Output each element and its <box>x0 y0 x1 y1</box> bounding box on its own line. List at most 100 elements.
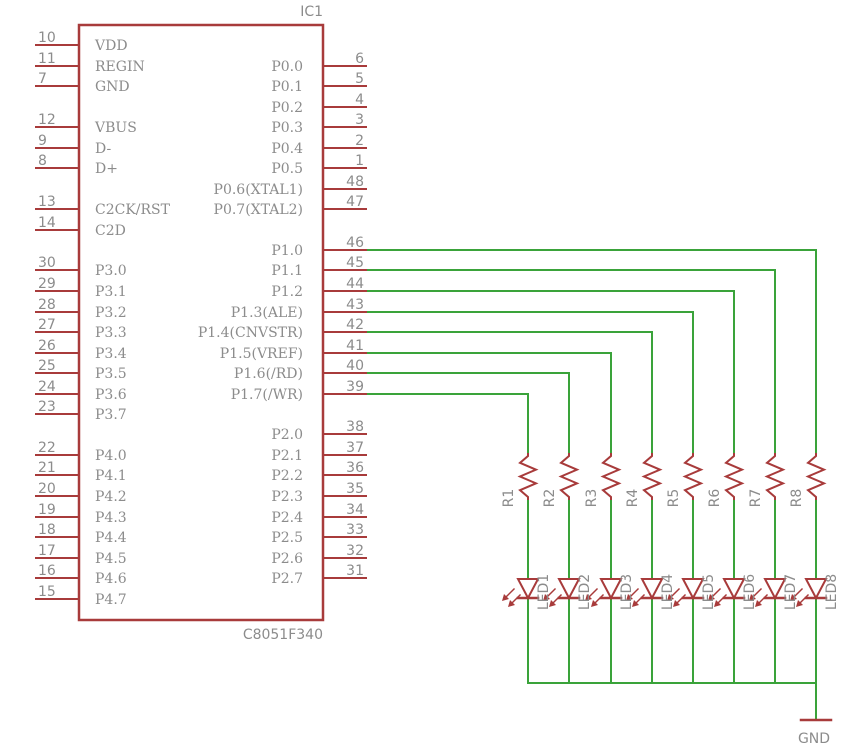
pin-number: 29 <box>38 276 56 292</box>
pin-name: P2.1 <box>271 448 303 464</box>
pin-name: P2.2 <box>271 468 303 484</box>
pin-name: P4.1 <box>95 468 127 484</box>
pin-name: P4.0 <box>95 448 127 464</box>
wire-layer <box>365 249 817 721</box>
resistor-symbol <box>517 453 539 500</box>
pin-number: 40 <box>346 358 364 374</box>
pin-name: D+ <box>95 161 118 177</box>
led-symbol <box>640 578 664 601</box>
pin-name: P3.6 <box>95 387 127 403</box>
pin-name: P0.1 <box>271 79 303 95</box>
resistor-label: R2 <box>542 489 558 508</box>
pin-name: P3.5 <box>95 366 127 382</box>
pin-name: P1.6(/RD) <box>234 366 303 382</box>
resistor-symbol <box>600 453 622 500</box>
pin-number: 2 <box>355 133 364 149</box>
pin-name: VDD <box>94 38 128 54</box>
resistor-label: R5 <box>666 489 682 508</box>
pin-name: P0.7(XTAL2) <box>214 202 303 218</box>
pin-name: GND <box>95 79 130 95</box>
led-arrow-head <box>626 594 633 601</box>
led-label: LED5 <box>701 574 717 610</box>
pin-number: 42 <box>346 317 364 333</box>
ground-label: GND <box>798 731 830 747</box>
pin-number: 15 <box>38 584 56 600</box>
ic-reference: IC1 <box>300 4 323 20</box>
led-arrow-head <box>585 594 592 601</box>
pin-name: P0.4 <box>271 141 303 157</box>
pin-name: P4.4 <box>95 530 127 546</box>
resistor-symbol <box>764 453 786 500</box>
pin-number: 20 <box>38 481 56 497</box>
led-arrow-head <box>673 600 680 607</box>
led-arrow-head <box>749 594 756 601</box>
pin-name: P1.0 <box>271 243 303 259</box>
pin-name: P3.3 <box>95 325 127 341</box>
pin-number: 28 <box>38 297 56 313</box>
pin-number: 13 <box>38 194 56 210</box>
pin-name: P4.2 <box>95 489 127 505</box>
resistor-label: R4 <box>625 489 641 508</box>
pin-number: 23 <box>38 399 56 415</box>
pin-name: P1.2 <box>271 284 303 300</box>
pin-number: 12 <box>38 112 56 128</box>
resistor-label: R8 <box>789 489 805 508</box>
pin-number: 4 <box>355 92 364 108</box>
pin-number: 35 <box>346 481 364 497</box>
pin-name: P2.7 <box>271 571 303 587</box>
pin-name: P3.7 <box>95 407 127 423</box>
pin-name: P1.3(ALE) <box>231 305 303 321</box>
led-symbol <box>722 578 746 601</box>
resistor-symbol <box>805 453 827 500</box>
pin-name: P4.6 <box>95 571 127 587</box>
pin-number: 22 <box>38 440 56 456</box>
pin-name: P4.7 <box>95 592 127 608</box>
pin-name: P4.3 <box>95 510 127 526</box>
pin-number: 6 <box>355 51 364 67</box>
led-arrow-head <box>755 600 762 607</box>
led-symbol <box>599 578 623 601</box>
pin-number: 26 <box>38 338 56 354</box>
pin-name: C2D <box>95 223 126 239</box>
pin-number: 45 <box>346 255 364 271</box>
pin-number: 18 <box>38 522 56 538</box>
pin-name: P2.0 <box>271 427 303 443</box>
pin-name: P4.5 <box>95 551 127 567</box>
pin-name: P0.6(XTAL1) <box>214 182 303 198</box>
pin-number: 16 <box>38 563 56 579</box>
resistor-label: R7 <box>748 489 764 508</box>
led-arrow-head <box>714 600 721 607</box>
pin-name: VBUS <box>94 120 137 136</box>
led-arrow-head <box>796 600 803 607</box>
pin-number: 41 <box>346 338 364 354</box>
led-arrow-head <box>632 600 639 607</box>
pin-number: 48 <box>346 174 364 190</box>
pin-number: 47 <box>346 194 364 210</box>
pin-number: 24 <box>38 379 56 395</box>
pin-name: P2.5 <box>271 530 303 546</box>
pin-number: 27 <box>38 317 56 333</box>
pin-name: P2.4 <box>271 510 303 526</box>
pin-number: 36 <box>346 460 364 476</box>
resistor-symbol <box>723 453 745 500</box>
led-arrow-head <box>667 594 674 601</box>
led-arrow-head <box>549 600 556 607</box>
pin-number: 43 <box>346 297 364 313</box>
pin-name: REGIN <box>95 59 145 75</box>
led-arrow-head <box>591 600 598 607</box>
led-label: LED2 <box>577 574 593 610</box>
led-label: LED6 <box>742 574 758 610</box>
pin-number: 33 <box>346 522 364 538</box>
pin-name: C2CK/RST <box>95 202 171 218</box>
led-symbol <box>557 578 581 601</box>
pin-number: 38 <box>346 419 364 435</box>
led-symbol <box>763 578 787 601</box>
pin-name: P1.7(/WR) <box>231 387 303 403</box>
pin-name: P1.4(CNVSTR) <box>198 325 303 341</box>
pin-number: 31 <box>346 563 364 579</box>
pin-number: 34 <box>346 502 364 518</box>
pin-number: 10 <box>38 30 56 46</box>
resistor-symbol <box>682 453 704 500</box>
